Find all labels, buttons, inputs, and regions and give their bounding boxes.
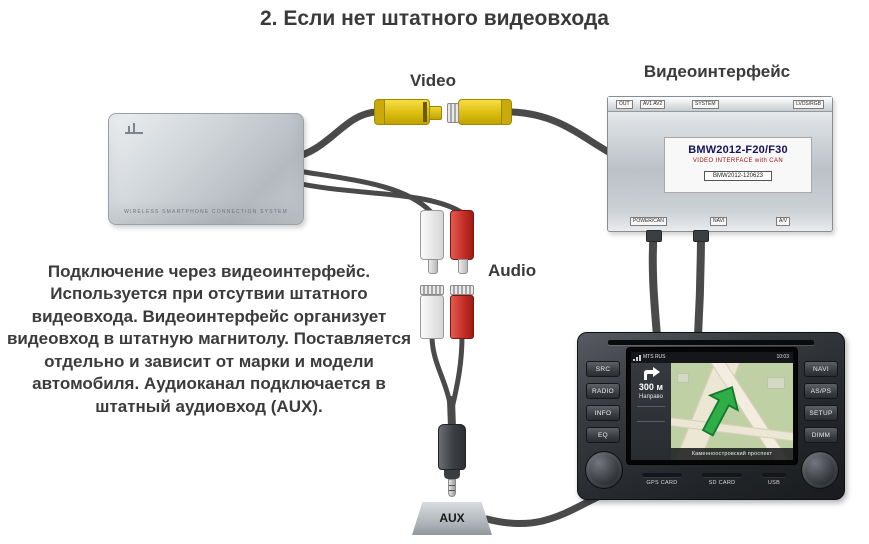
wireless-transmitter-device: WIRELESS SMARTPHONE CONNECTION SYSTEM [108, 113, 304, 225]
video-rca-plug [374, 99, 442, 125]
port-label-av-out: A/V [776, 217, 791, 226]
status-time: 10:03 [776, 354, 789, 360]
street-name-bar: Каменноостровский проспект [671, 448, 793, 460]
video-rca-plug-ring [423, 102, 427, 122]
port-label-navi: NAVI [710, 217, 728, 226]
button-info: INFO [586, 405, 620, 421]
aux-minijack-body [438, 424, 466, 470]
cable-audio-white [289, 167, 434, 215]
audio-rca-plug-red [450, 210, 474, 274]
button-eq: EQ [586, 427, 620, 443]
status-carrier: MTS RUS [643, 354, 666, 360]
nav-divider-2 [637, 421, 665, 422]
aux-port-badge: AUX [412, 502, 492, 535]
video-rca-socket-boot [501, 100, 511, 124]
cable-video-right [508, 108, 616, 158]
audio-rca-socket-white-collar [420, 285, 444, 295]
video-rca-plug-boot [375, 100, 385, 124]
device-logo-icon [125, 123, 143, 134]
port-label-system: SYSTEM [692, 100, 719, 109]
cable-audio-red [289, 179, 464, 215]
button-setup: SETUP [804, 405, 838, 421]
cable-interface-a [648, 224, 661, 340]
tune-knob [801, 451, 839, 489]
description-text: Подключение через видеоинтерфейс. Исполь… [6, 262, 411, 416]
map-building [677, 373, 689, 383]
cable-aux-to-headunit [483, 491, 606, 528]
volume-knob [585, 451, 623, 489]
screen-status-bar: MTS RUS 10:03 [631, 352, 793, 363]
video-rca-socket-collar [447, 103, 459, 123]
navigation-screen: MTS RUS 10:03 300 м Направо [626, 347, 798, 465]
screen-view: MTS RUS 10:03 300 м Направо [631, 352, 793, 460]
button-src: SRC [586, 361, 620, 377]
interface-serial: BMW2012-120623 [703, 171, 773, 181]
button-dimm: DIMM [804, 427, 838, 443]
usb-slot [762, 473, 786, 477]
map-area: Каменноостровский проспект [671, 363, 793, 460]
audio-rca-plug-white [420, 210, 444, 274]
interface-connector-b [693, 230, 709, 242]
aux-minijack-pin [448, 479, 456, 497]
route-arrow-icon [686, 374, 754, 447]
signal-icon [633, 354, 642, 361]
audio-rca-socket-red [450, 285, 474, 339]
map-building [767, 377, 785, 389]
nav-divider [637, 406, 665, 407]
port-label-power-can: POWER/CAN [630, 217, 667, 226]
page-title: 2. Если нет штатного видеовхода [259, 7, 609, 30]
nav-info-panel: 300 м Направо [631, 363, 671, 460]
audio-rca-socket-red-collar [450, 285, 474, 295]
audio-label: Audio [488, 261, 537, 280]
cable-audio-red-down [450, 333, 465, 407]
cd-slot [608, 340, 814, 345]
nav-distance: 300 м [638, 382, 664, 392]
nav-direction: Направо [638, 394, 664, 400]
video-label: Video [410, 71, 456, 90]
video-rca-plug-neck [429, 106, 442, 120]
audio-rca-socket-white [420, 285, 444, 339]
interface-model: BMW2012-F20/F30 [688, 144, 788, 156]
interface-connector-a [646, 230, 662, 242]
car-head-unit: SRC RADIO INFO EQ NAVI AS/PS SETUP DIMM … [577, 332, 845, 500]
video-interface-box: OUT AV1 AV2 SYSTEM LVDS/RGB BMW2012-F20/… [607, 96, 833, 232]
sd-card-slot [702, 473, 742, 477]
aux-minijack-taper [444, 470, 460, 479]
button-navi: NAVI [804, 361, 838, 377]
sd-card-label: SD CARD [708, 480, 736, 486]
button-asps: AS/PS [804, 383, 838, 399]
port-label-av: AV1 AV2 [640, 100, 666, 109]
button-radio: RADIO [586, 383, 620, 399]
cable-video-left [288, 108, 380, 162]
audio-rca-plug-red-tip [458, 259, 468, 274]
audio-rca-plug-white-tip [428, 259, 438, 274]
turn-right-icon [631, 367, 671, 381]
port-label-out: OUT [616, 100, 633, 109]
interface-box-sticker: BMW2012-F20/F30 VIDEO INTERFACE with CAN… [664, 137, 812, 193]
device-print: WIRELESS SMARTPHONE CONNECTION SYSTEM [124, 209, 288, 215]
cable-audio-white-down [429, 333, 453, 407]
audio-rca-socket-white-body [420, 295, 444, 339]
interface-label: Видеоинтерфейс [643, 62, 791, 81]
cable-interface-b [694, 224, 705, 340]
interface-subtitle: VIDEO INTERFACE with CAN [692, 158, 784, 164]
usb-label: USB [767, 480, 781, 486]
gps-card-slot [642, 473, 682, 477]
video-rca-socket [447, 99, 512, 125]
cable-to-jack [447, 396, 456, 432]
audio-rca-socket-red-body [450, 295, 474, 339]
port-label-lvds: LVDS/RGB [793, 100, 824, 109]
aux-minijack-plug [438, 424, 466, 498]
gps-card-label: GPS CARD [646, 480, 678, 486]
